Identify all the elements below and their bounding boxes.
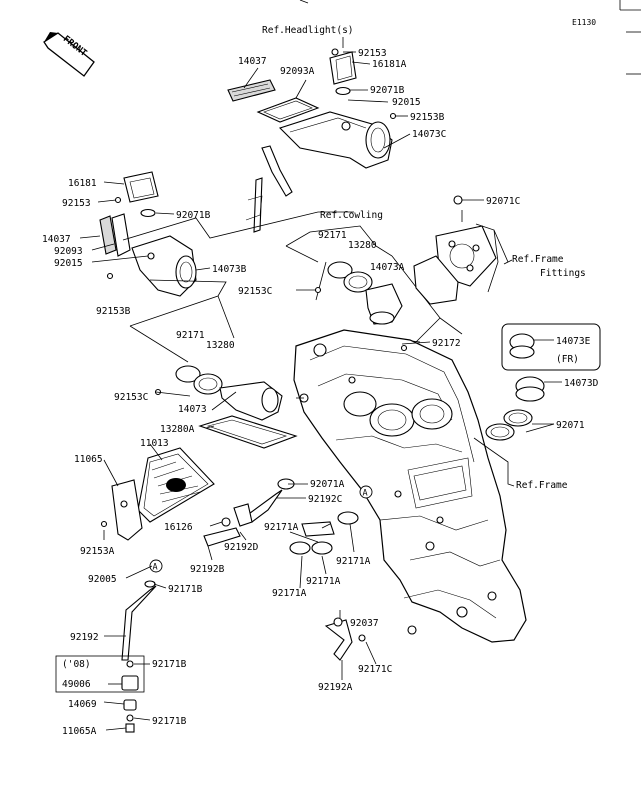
ref-cowling: Ref.Cowling [320,210,383,221]
label-92171A-2: 92171A [336,556,371,567]
label-14073C: 14073C [412,129,446,140]
left-duct-group [99,171,197,297]
label-92192D: 92192D [224,542,259,553]
label-92171B-1: 92171B [168,584,203,595]
label-49006: 49006 [62,679,91,690]
label-leaders [79,51,555,731]
front-arrow-icon: FRONT [43,32,95,77]
filter-group [100,415,298,541]
ref-frame-fittings-line2: Fittings [540,268,586,279]
label-92153C-lower: 92153C [114,392,148,403]
label-13280-lower: 13280 [206,340,235,351]
label-92093A: 92093A [280,66,315,77]
label-11065: 11065 [74,454,103,465]
right-funnel-group [314,195,509,325]
label-16181: 16181 [68,178,97,189]
label-92171A-3: 92171A [306,576,341,587]
callout-a-2: A [359,485,373,499]
label-92153B-top: 92153B [410,112,445,123]
label-92071A: 92071A [310,479,345,490]
label-92192A: 92192A [318,682,353,693]
leader-lines [122,211,463,363]
label-14073E-fr: (FR) [556,354,579,365]
label-14037-top: 14037 [238,56,267,67]
upper-duct-group [227,48,397,233]
label-92093: 92093 [54,246,83,257]
callout-a-2-label: A [363,489,368,499]
label-16181A: 16181A [372,59,407,70]
breather-hoses [121,478,366,733]
label-92153C-upper: 92153C [238,286,272,297]
label-11065A: 11065A [62,726,97,737]
label-92015-top: 92015 [392,97,421,108]
frame-body [293,329,527,643]
label-92071C: 92071C [486,196,520,207]
label-92192B: 92192B [190,564,225,575]
year-bracket [55,655,145,693]
label-14073E: 14073E [556,336,591,347]
lower-duct-group [154,365,283,421]
label-92171B-2: 92171B [152,659,187,670]
label-14073A: 14073A [370,262,405,273]
label-13280A: 13280A [160,424,195,435]
ref-headlights: Ref.Headlight(s) [262,25,354,36]
callout-a-1-label: A [153,563,158,573]
label-14037-left: 14037 [42,234,71,245]
label-92071B-left: 92071B [176,210,211,221]
label-92153-left: 92153 [62,198,91,209]
label-92172: 92172 [432,338,461,349]
label-92005: 92005 [88,574,117,585]
label-14073: 14073 [178,404,207,415]
ref-frame-fittings-line1: Ref.Frame [512,254,564,265]
label-92171-lower: 92171 [176,330,205,341]
label-11013: 11013 [140,438,169,449]
label-92153A: 92153A [80,546,115,557]
label-92171A-1: 92171A [264,522,299,533]
label-92171B-3: 92171B [152,716,187,727]
label-08: ('08) [62,659,91,670]
ref-frame: Ref.Frame [516,480,568,491]
label-92153-top: 92153 [358,48,387,59]
label-92171-upper: 92171 [318,230,347,241]
corner-marks [299,0,641,75]
label-92071: 92071 [556,420,585,431]
label-14073B: 14073B [212,264,247,275]
callout-a-1: A [149,559,163,573]
cap-group [473,376,562,487]
label-16126: 16126 [164,522,193,533]
label-92192: 92192 [70,632,99,643]
label-14069: 14069 [68,699,97,710]
diagram-code: E1130 [572,18,596,27]
inset-box-14073E [501,323,601,371]
label-14073D: 14073D [564,378,599,389]
label-92171C: 92171C [358,664,392,675]
label-13280-upper: 13280 [348,240,377,251]
label-92015-left: 92015 [54,258,83,269]
label-92037: 92037 [350,618,379,629]
label-92171A-4: 92171A [272,588,307,599]
label-92071B-top: 92071B [370,85,405,96]
label-92153B-left: 92153B [96,306,131,317]
label-92192C: 92192C [308,494,342,505]
